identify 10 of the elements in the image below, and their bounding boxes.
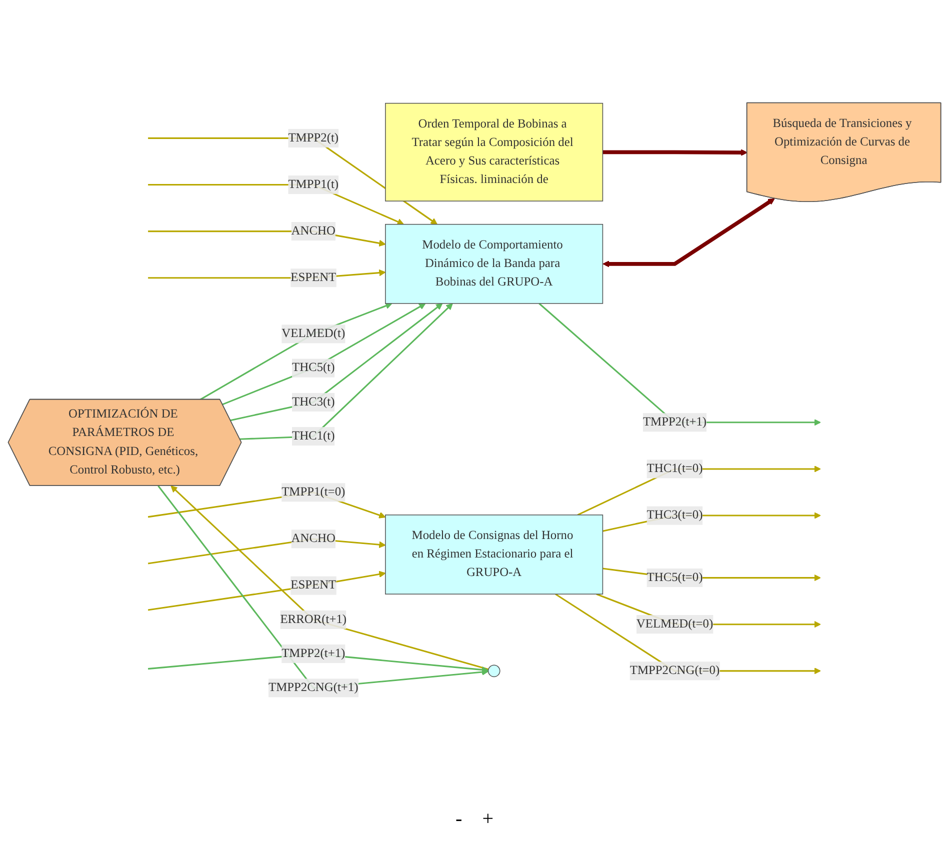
process-box: Modelo de Consignas del Horno en Régimen Estacionario para el GRUPO-A <box>385 514 604 594</box>
process-box: Modelo de Comportamiento Dinámico de la Banda para Bobinas del GRUPO-A <box>385 224 604 304</box>
process-box: Orden Temporal de Bobinas a Tratar según la Composición del Acero y Sus características Físicas. liminación de <box>385 102 604 202</box>
process-box <box>488 664 500 678</box>
process-box: OPTIMIZACIÓN DE PARÁMETROS DE CONSIGNA (PID, Genéticos, Control Robusto, etc.) <box>8 398 242 486</box>
process-box: Búsqueda de Transiciones y Optimización de Curvas de Consigna <box>746 102 942 202</box>
sign-label: + <box>482 808 494 830</box>
arrow <box>602 149 748 156</box>
sign-label: - <box>456 808 462 830</box>
arrow <box>602 198 775 268</box>
